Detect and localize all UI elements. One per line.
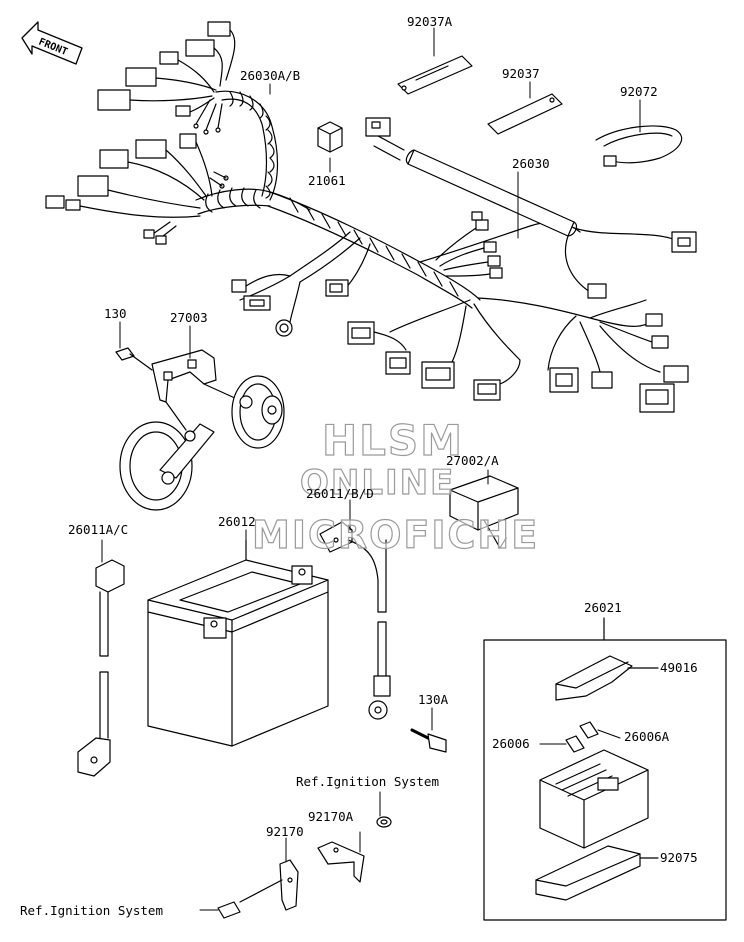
bracket-92170a — [317, 816, 392, 883]
fuse-box-26021 — [483, 617, 727, 921]
part-label-49016: 49016 — [660, 660, 698, 675]
part-label-26011ac: 26011A/C — [68, 522, 129, 537]
battery-cable-26011bd — [319, 521, 391, 720]
part-label-26011bd: 26011/B/D — [306, 486, 374, 501]
part-label-26006: 26006 — [492, 736, 530, 751]
part-label-92170a: 92170A — [308, 809, 354, 824]
band-92037a — [397, 55, 473, 95]
cable-tie-92072 — [595, 125, 683, 167]
horn-assembly-27003 — [115, 347, 285, 511]
part-label-130: 130 — [104, 306, 127, 321]
part-label-92037: 92037 — [502, 66, 540, 81]
relay-27002 — [449, 475, 519, 549]
part-label-92037a: 92037A — [407, 14, 453, 29]
ref-label-top: Ref.Ignition System — [296, 774, 439, 789]
part-label-26006a: 26006A — [624, 729, 670, 744]
main-wiring-harness — [45, 21, 697, 413]
part-label-92170: 92170 — [266, 824, 304, 839]
band-92037 — [487, 93, 563, 135]
watermark-line-3: MICROFICHE — [251, 513, 540, 557]
part-label-27002a: 27002/A — [446, 453, 499, 468]
part-label-26030: 26030 — [512, 156, 550, 171]
bolt-130a — [410, 728, 447, 753]
part-label-26030ab: 26030A/B — [240, 68, 301, 83]
watermark-line-1: HLSM — [321, 416, 464, 465]
battery-26012 — [147, 539, 329, 747]
part-label-130a: 130A — [418, 692, 449, 707]
part-label-26012: 26012 — [218, 514, 256, 529]
part-label-26021: 26021 — [584, 600, 622, 615]
part-label-21061: 21061 — [308, 173, 346, 188]
front-arrow-icon: FRONT — [21, 21, 83, 65]
part-label-92072: 92072 — [620, 84, 658, 99]
connector-21061 — [317, 121, 343, 153]
ref-label-bottom: Ref.Ignition System — [20, 903, 163, 918]
part-label-27003: 27003 — [170, 310, 208, 325]
battery-cable-26011ac — [77, 559, 125, 777]
leader-lines — [101, 27, 641, 911]
watermark-line-2: ONLINE — [299, 463, 456, 503]
part-label-92075: 92075 — [660, 850, 698, 865]
bracket-92170 — [217, 859, 299, 919]
